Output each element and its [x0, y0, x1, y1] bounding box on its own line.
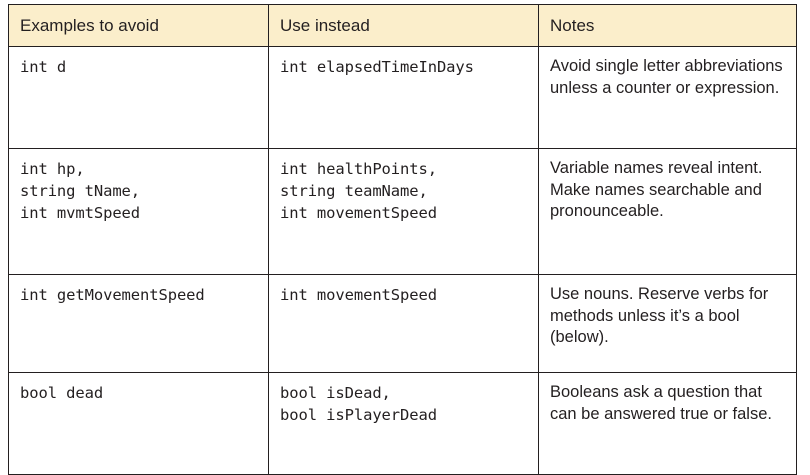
cell-notes: Use nouns. Reserve verbs for methods unl…: [538, 274, 797, 374]
table-row: int d int elapsedTimeInDays Avoid single…: [8, 46, 797, 150]
cell-avoid: int getMovementSpeed: [8, 274, 269, 374]
cell-avoid: bool dead: [8, 372, 269, 475]
table-row: int hp, string tName, int mvmtSpeed int …: [8, 148, 797, 276]
cell-use: bool isDead, bool isPlayerDead: [268, 372, 539, 475]
header-row: Examples to avoid Use instead Notes: [8, 3, 797, 48]
column-header-use-instead: Use instead: [268, 3, 539, 48]
cell-notes: Booleans ask a question that can be answ…: [538, 372, 797, 475]
table-header: Examples to avoid Use instead Notes: [8, 3, 797, 48]
column-header-notes: Notes: [538, 3, 797, 48]
cell-notes: Variable names reveal intent. Make names…: [538, 148, 797, 276]
cell-notes: Avoid single letter abbreviations unless…: [538, 46, 797, 150]
cell-use: int healthPoints, string teamName, int m…: [268, 148, 539, 276]
cell-use: int elapsedTimeInDays: [268, 46, 539, 150]
table-row: bool dead bool isDead, bool isPlayerDead…: [8, 372, 797, 475]
column-header-examples-to-avoid: Examples to avoid: [8, 3, 269, 48]
cell-use: int movementSpeed: [268, 274, 539, 374]
table-row: int getMovementSpeed int movementSpeed U…: [8, 274, 797, 374]
table-container: Examples to avoid Use instead Notes int …: [8, 3, 797, 475]
cell-avoid: int d: [8, 46, 269, 150]
naming-conventions-table: Examples to avoid Use instead Notes int …: [8, 3, 797, 475]
table-body: int d int elapsedTimeInDays Avoid single…: [8, 46, 797, 475]
cell-avoid: int hp, string tName, int mvmtSpeed: [8, 148, 269, 276]
